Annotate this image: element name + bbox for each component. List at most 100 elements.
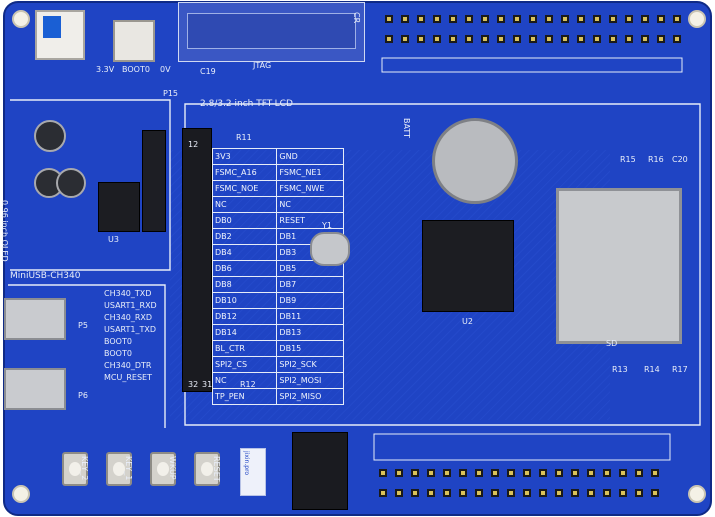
wkup-button[interactable] bbox=[150, 452, 176, 486]
label-wkup: WKUP bbox=[168, 456, 177, 480]
label-r13: R13 bbox=[612, 365, 628, 374]
label-r16: R16 bbox=[648, 155, 664, 164]
label-0v: 0V bbox=[160, 65, 171, 74]
lcd-pin-right: FSMC_NE1 bbox=[276, 164, 344, 181]
logo-badge: jixin.pro bbox=[240, 448, 266, 496]
top-gpio-header[interactable] bbox=[380, 8, 686, 78]
mount-hole-bottom-right bbox=[688, 485, 706, 503]
lcd-pin-left: DB6 bbox=[211, 260, 278, 277]
lcd-header[interactable] bbox=[182, 128, 212, 392]
lcd-pin-left: DB0 bbox=[211, 212, 278, 229]
label-lcd: 2.8/3.2 inch TFT-LCD bbox=[200, 99, 293, 109]
label-r11: R11 bbox=[236, 133, 252, 142]
label-r12: R12 bbox=[240, 380, 256, 389]
lcd-pin-right: NC bbox=[276, 196, 344, 213]
cell-12: 12 bbox=[188, 140, 199, 149]
mount-hole-bottom-left bbox=[12, 485, 30, 503]
label-c20: C20 bbox=[672, 155, 688, 164]
bottom-power-header[interactable] bbox=[292, 432, 348, 510]
key1-button[interactable] bbox=[106, 452, 132, 486]
sd-card-slot[interactable] bbox=[556, 188, 682, 344]
oled-header[interactable] bbox=[142, 130, 166, 232]
cell-cr: CR bbox=[352, 12, 361, 24]
u3-chip bbox=[98, 182, 140, 232]
reset-button[interactable] bbox=[194, 452, 220, 486]
lcd-pin-right: FSMC_NWE bbox=[276, 180, 344, 197]
label-key1: KEY_1 bbox=[124, 456, 133, 481]
lcd-pin-left: TP_PEN bbox=[211, 388, 278, 405]
lcd-pin-right: RESET bbox=[276, 212, 344, 229]
uart-right-2: USART1_TXD bbox=[104, 325, 157, 334]
lcd-pin-right: DB15 bbox=[276, 340, 344, 357]
lcd-pin-right: SPI2_SCK bbox=[276, 356, 344, 373]
label-key2: KEY_2 bbox=[80, 456, 89, 481]
crystal-y1 bbox=[310, 232, 350, 266]
label-jtag: JTAG bbox=[253, 61, 272, 70]
label-sd: SD bbox=[606, 339, 618, 348]
label-batt: BATT bbox=[402, 118, 411, 138]
lcd-pin-left: SPI2_CS bbox=[211, 356, 278, 373]
lcd-pin-left: DB14 bbox=[211, 324, 278, 341]
uart-left-2: CH340_RXD bbox=[104, 313, 153, 322]
label-p6: P6 bbox=[78, 391, 88, 400]
mount-hole-top-right bbox=[688, 10, 706, 28]
lcd-pin-left: DB8 bbox=[211, 276, 278, 293]
lcd-pin-left: BL_CTR bbox=[211, 340, 278, 357]
coin-battery bbox=[432, 118, 518, 204]
label-reset: RESET bbox=[212, 456, 221, 482]
lcd-pin-left: DB2 bbox=[211, 228, 278, 245]
bottom-gpio-header[interactable] bbox=[372, 430, 682, 510]
label-p5: P5 bbox=[78, 321, 88, 330]
label-u3: U3 bbox=[108, 235, 119, 244]
label-y1: Y1 bbox=[322, 221, 332, 230]
power-switch[interactable] bbox=[35, 10, 85, 60]
pin-number-left: 32 bbox=[188, 380, 199, 389]
usb-port-1[interactable] bbox=[4, 298, 66, 340]
mcu-u2 bbox=[422, 220, 514, 312]
lcd-pin-left: FSMC_A16 bbox=[211, 164, 278, 181]
lcd-pin-right: SPI2_MOSI bbox=[276, 372, 344, 389]
boot-jumper[interactable] bbox=[113, 20, 155, 62]
label-r15: R15 bbox=[620, 155, 636, 164]
lcd-pin-left: DB12 bbox=[211, 308, 278, 325]
uart-left-3: BOOT0 bbox=[104, 337, 132, 346]
label-minusb: MiniUSB-CH340 bbox=[10, 271, 81, 281]
uart-right-4: MCU_RESET bbox=[104, 373, 152, 382]
usb-port-2[interactable] bbox=[4, 368, 66, 410]
lcd-pin-left: 3V3 bbox=[211, 148, 278, 165]
uart-right-3: BOOT0 bbox=[104, 349, 132, 358]
power-switch-knob bbox=[43, 16, 61, 38]
logo-text: jixin.pro bbox=[243, 451, 250, 476]
label-r14: R14 bbox=[644, 365, 660, 374]
jtag-header[interactable] bbox=[178, 2, 365, 62]
label-p15: P15 bbox=[163, 89, 179, 98]
key2-button[interactable] bbox=[62, 452, 88, 486]
lcd-pin-left: FSMC_NOE bbox=[211, 180, 278, 197]
pin-number-right: 31 bbox=[202, 380, 213, 389]
label-boot0: BOOT0 bbox=[122, 65, 150, 74]
lcd-pin-right: GND bbox=[276, 148, 344, 165]
label-u2: U2 bbox=[462, 317, 473, 326]
capacitor-1 bbox=[34, 120, 66, 152]
jtag-socket bbox=[187, 13, 356, 49]
lcd-pin-left: DB10 bbox=[211, 292, 278, 309]
uart-right-1: USART1_RXD bbox=[104, 301, 157, 310]
label-r17: R17 bbox=[672, 365, 688, 374]
capacitor-3 bbox=[56, 168, 86, 198]
label-oled: 0.96 inch OLED bbox=[0, 200, 9, 262]
lcd-pin-left: DB4 bbox=[211, 244, 278, 261]
